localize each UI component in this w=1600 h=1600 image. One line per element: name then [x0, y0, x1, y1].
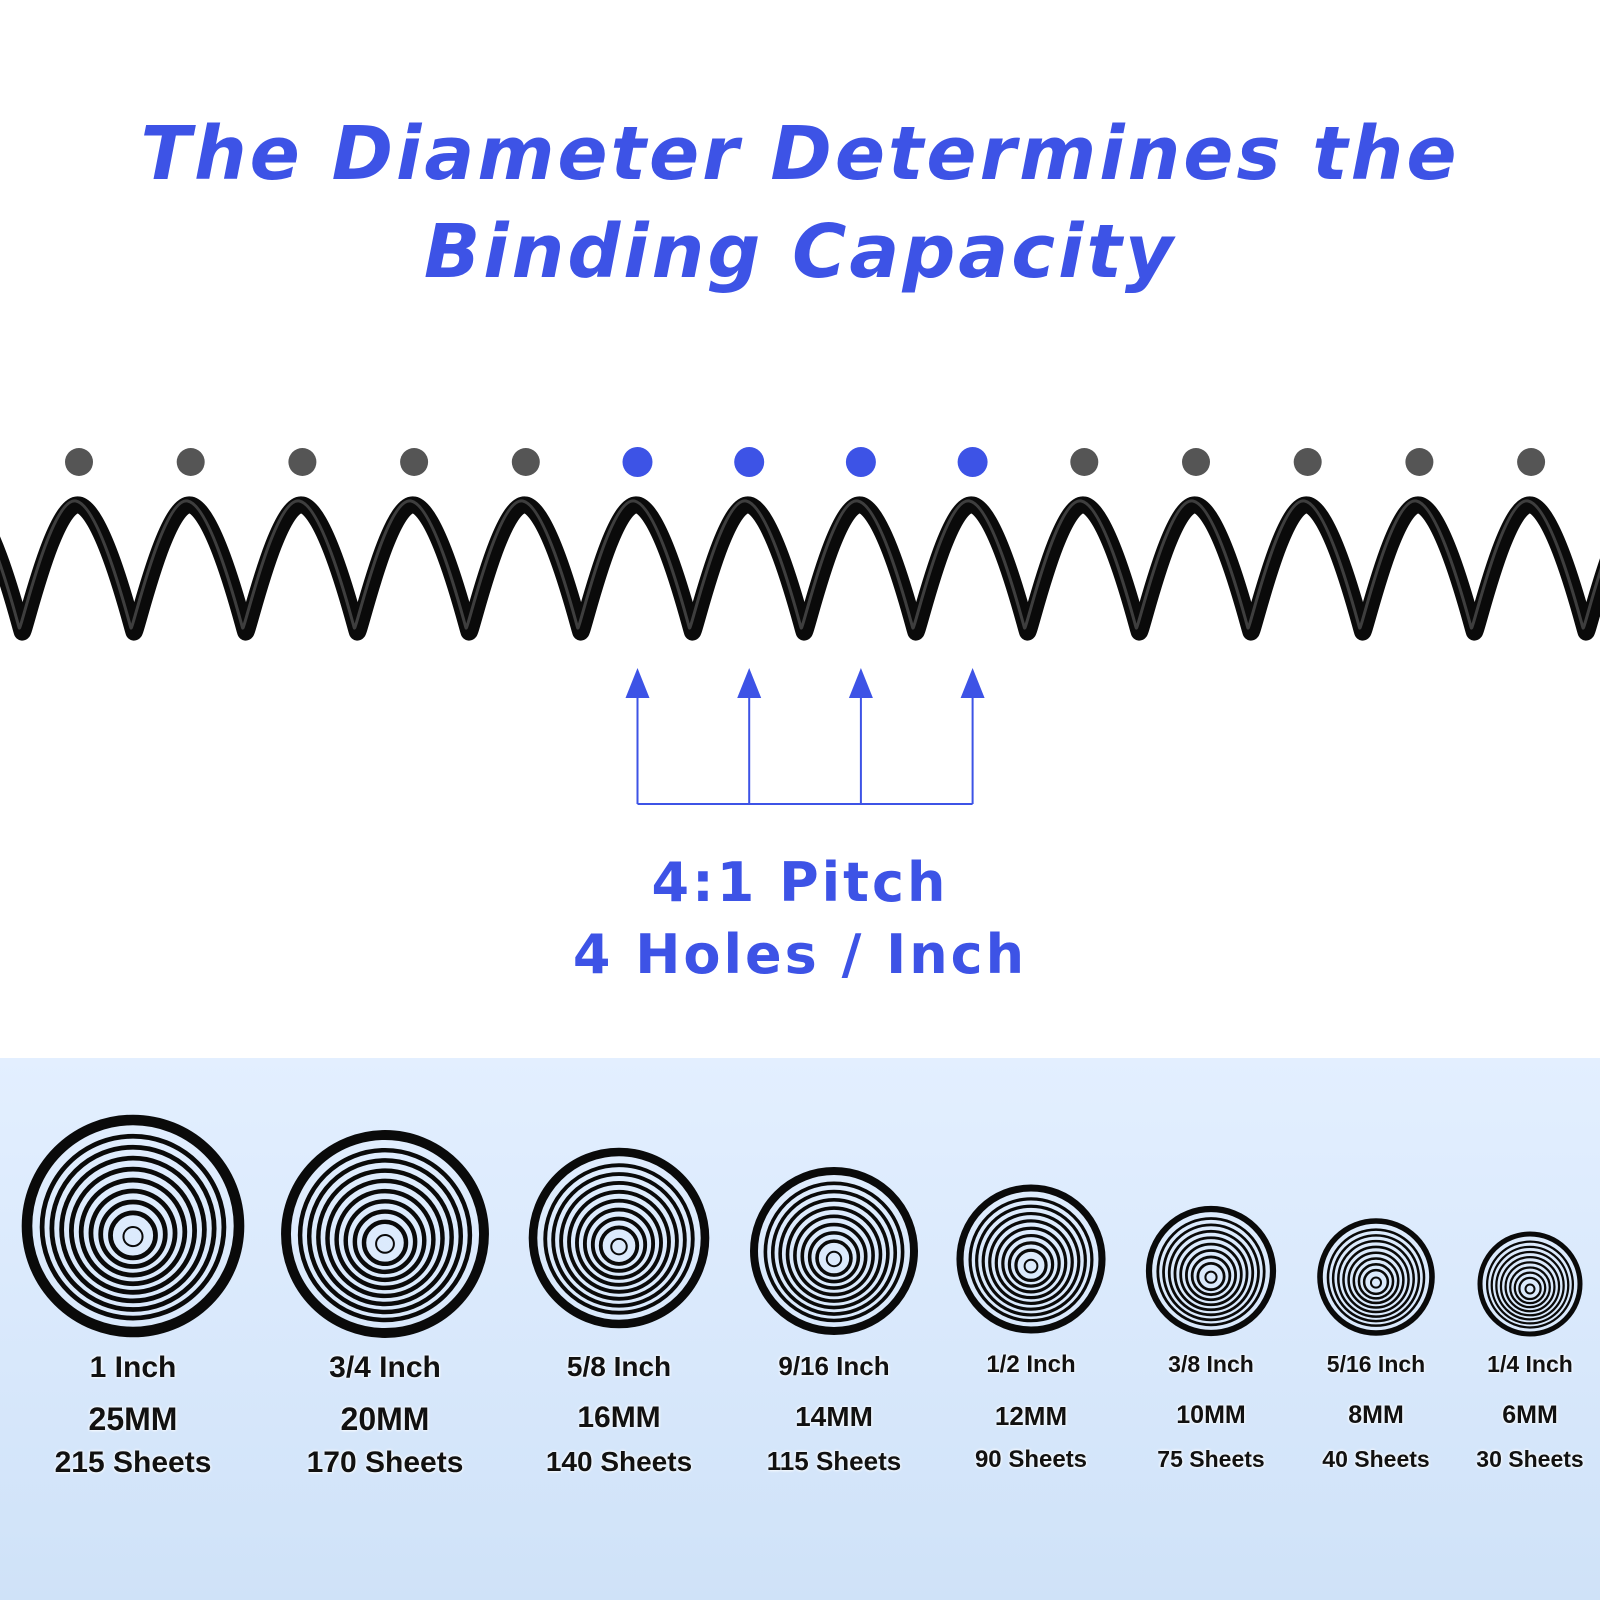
coil-end-view-icon [21, 1114, 245, 1338]
coil-end-view-icon [956, 1184, 1106, 1334]
coil-size-icons [21, 1114, 1583, 1338]
punch-hole [1293, 448, 1322, 476]
coil-size-mm: 6MM [1502, 1401, 1558, 1429]
punch-hole-highlighted [734, 447, 765, 477]
arrow-up-icon [960, 668, 985, 698]
punch-hole [176, 448, 205, 476]
arrow-up-icon [625, 668, 650, 698]
coil-end-view-icon [750, 1167, 918, 1335]
punch-hole-highlighted [622, 447, 653, 477]
pitch-arrows [625, 668, 985, 805]
punch-hole [288, 448, 317, 476]
punch-holes-row [65, 447, 1546, 477]
coil-size-sheets: 115 Sheets [766, 1446, 902, 1476]
coil-size-mm: 25MM [88, 1401, 178, 1437]
punch-hole [1182, 448, 1210, 476]
punch-hole [511, 448, 540, 476]
coil-size-mm: 12MM [994, 1401, 1068, 1431]
headline-line-2: Binding Capacity [423, 209, 1177, 295]
punch-hole-highlighted [845, 447, 876, 477]
holes-per-inch-label: 4 Holes / Inch [572, 923, 1028, 986]
coil-size-inch: 1/2 Inch [986, 1351, 1076, 1378]
coil-size-inch: 1/4 Inch [1487, 1351, 1573, 1377]
arrow-up-icon [737, 668, 762, 698]
headline-line-1: The Diameter Determines the [140, 111, 1460, 197]
coil-end-view-icon [1145, 1205, 1277, 1337]
coil-size-panel: 1 Inch 25MM 215 Sheets 3/4 Inch 20MM 170 Shee… [0, 1058, 1600, 1600]
coil-size-mm: 14MM [795, 1401, 873, 1432]
coil-size-inch: 5/16 Inch [1326, 1351, 1426, 1377]
coil-size-sheets: 75 Sheets [1157, 1446, 1265, 1472]
coil-size-mm: 8MM [1348, 1401, 1404, 1429]
punch-hole [1517, 448, 1546, 476]
arrow-up-icon [848, 668, 873, 698]
pitch-ratio-label: 4:1 Pitch [651, 851, 949, 914]
coil-size-inch: 3/8 Inch [1168, 1351, 1254, 1377]
coil-end-view-icon [1477, 1231, 1583, 1337]
punch-hole-highlighted [957, 447, 988, 477]
spiral-coil-icon [0, 496, 1600, 641]
spiral-coil-highlight [0, 499, 1600, 630]
coil-end-view-icon [1317, 1218, 1435, 1336]
coil-size-mm: 20MM [340, 1401, 430, 1437]
coil-size-inch: 9/16 Inch [778, 1351, 890, 1381]
punch-hole [1405, 448, 1434, 476]
spiral-coil-diagram [0, 447, 1600, 805]
coil-end-view-icon [528, 1147, 710, 1329]
spiral-coil-path [0, 496, 1600, 641]
coil-size-sheets: 30 Sheets [1476, 1446, 1584, 1472]
punch-hole [65, 448, 93, 476]
coil-size-inch: 5/8 Inch [566, 1351, 672, 1382]
punch-hole [1070, 448, 1099, 476]
coil-size-sheets: 140 Sheets [545, 1446, 693, 1477]
coil-size-sheets: 90 Sheets [974, 1446, 1088, 1473]
coil-size-sheets: 215 Sheets [54, 1446, 212, 1479]
coil-size-sheets: 40 Sheets [1322, 1446, 1430, 1472]
coil-size-sheets: 170 Sheets [306, 1446, 464, 1479]
coil-end-view-icon [281, 1130, 489, 1338]
coil-size-mm: 10MM [1176, 1401, 1246, 1429]
coil-size-inch: 1 Inch [89, 1351, 177, 1384]
punch-hole [400, 448, 429, 476]
coil-size-inch: 3/4 Inch [329, 1351, 441, 1384]
coil-size-mm: 16MM [577, 1401, 661, 1434]
